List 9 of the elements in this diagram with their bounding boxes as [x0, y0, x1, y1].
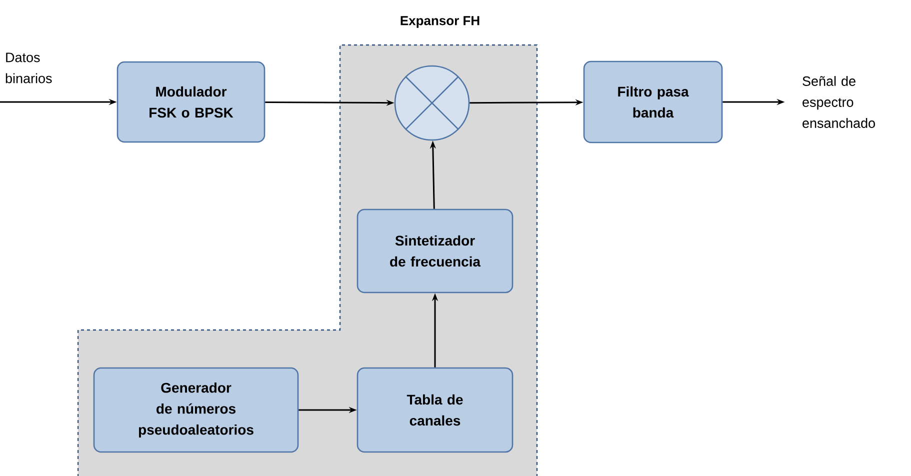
- process-box: Modulador FSK o BPSK: [116, 61, 266, 143]
- process-box: Sintetizador de frecuencia: [356, 208, 514, 294]
- process-box: Generador de números pseudoaleatorios: [93, 367, 299, 453]
- signal-label: Datos binarios: [6, 52, 52, 84]
- process-box: Tabla de canales: [356, 367, 514, 453]
- mixer-circle: [394, 65, 470, 141]
- region-heading: Expansor FH: [400, 16, 480, 28]
- process-box: Filtro pasa banda: [583, 60, 723, 144]
- signal-label: Señal de espectro ensanchado: [802, 76, 875, 128]
